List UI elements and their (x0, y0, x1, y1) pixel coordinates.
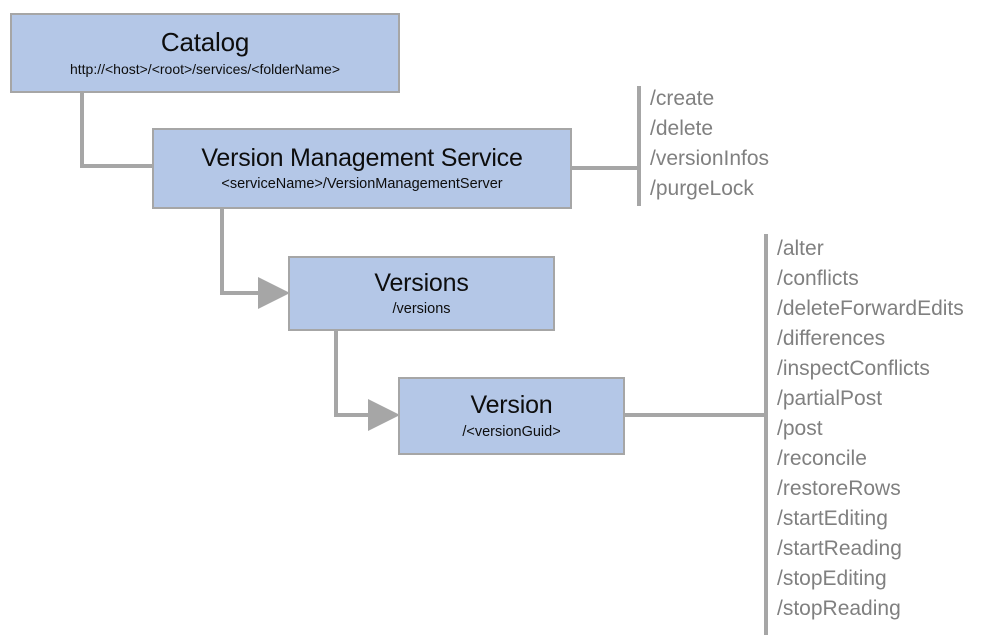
node-version-subtitle: /<versionGuid> (462, 423, 561, 440)
operation-item[interactable]: /stopReading (777, 597, 901, 620)
bracket-version-operations (764, 234, 768, 635)
node-versions-subtitle: /versions (392, 301, 451, 318)
operation-item[interactable]: /stopEditing (777, 567, 887, 590)
node-version[interactable]: Version /<versionGuid> (398, 377, 625, 455)
operation-item[interactable]: /post (777, 417, 823, 440)
node-catalog-subtitle: http://<host>/<root>/services/<folderNam… (69, 61, 341, 78)
operation-item[interactable]: /conflicts (777, 267, 859, 290)
bracket-version-management-service-operations (637, 86, 641, 206)
node-version-management-service[interactable]: Version Management Service <serviceName>… (152, 128, 572, 209)
operation-item[interactable]: /reconcile (777, 447, 867, 470)
operation-item[interactable]: /versionInfos (650, 147, 770, 170)
operation-item[interactable]: /purgeLock (650, 177, 754, 200)
node-versions-title: Versions (374, 268, 469, 297)
operation-item[interactable]: /deleteForwardEdits (777, 297, 964, 320)
node-version-management-service-subtitle: <serviceName>/VersionManagementServer (221, 176, 503, 193)
operation-item[interactable]: /create (650, 87, 715, 110)
operation-item[interactable]: /differences (777, 327, 886, 350)
connector-version-management-service-to-versions (220, 209, 290, 309)
operation-item[interactable]: /startReading (777, 537, 902, 560)
node-catalog[interactable]: Catalog http://<host>/<root>/services/<f… (10, 13, 400, 93)
node-catalog-title: Catalog (160, 27, 250, 57)
operation-list-version: /alter /conflicts /deleteForwardEdits /d… (777, 234, 964, 624)
operation-item[interactable]: /delete (650, 117, 714, 140)
node-versions[interactable]: Versions /versions (288, 256, 555, 331)
connector-versions-to-version (334, 331, 400, 431)
node-version-management-service-title: Version Management Service (201, 143, 523, 172)
operation-item[interactable]: /restoreRows (777, 477, 901, 500)
operation-item[interactable]: /startEditing (777, 507, 888, 530)
operation-item[interactable]: /partialPost (777, 387, 883, 410)
operation-item[interactable]: /alter (777, 237, 824, 260)
operation-list-version-management-service: /create /delete /versionInfos /purgeLock (650, 84, 769, 204)
operation-item[interactable]: /inspectConflicts (777, 357, 930, 380)
node-version-title: Version (470, 391, 553, 420)
